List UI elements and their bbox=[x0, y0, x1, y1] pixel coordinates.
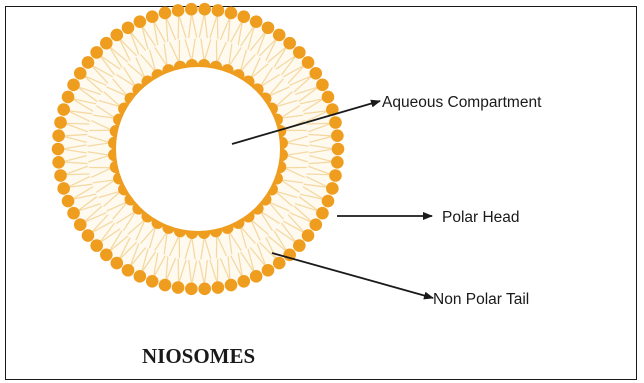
polar-head bbox=[329, 116, 342, 129]
diagram-title: NIOSOMES bbox=[142, 344, 255, 368]
polar-head bbox=[62, 91, 75, 104]
lipid-tail bbox=[64, 123, 88, 124]
polar-head bbox=[212, 4, 225, 17]
polar-head bbox=[122, 264, 135, 277]
polar-head bbox=[90, 239, 103, 252]
polar-head bbox=[57, 103, 70, 116]
polar-head bbox=[322, 195, 335, 208]
polar-head bbox=[110, 29, 123, 42]
polar-head bbox=[225, 7, 238, 20]
polar-head bbox=[293, 239, 306, 252]
polar-head bbox=[273, 257, 286, 270]
polar-head bbox=[146, 275, 159, 288]
polar-head bbox=[302, 56, 315, 69]
polar-head bbox=[250, 270, 263, 283]
polar-head bbox=[293, 46, 306, 59]
polar-head bbox=[237, 275, 250, 288]
polar-head bbox=[172, 4, 185, 17]
polar-head bbox=[250, 15, 263, 28]
polar-head bbox=[225, 279, 238, 292]
polar-head bbox=[331, 129, 344, 142]
lipid-tail bbox=[307, 174, 331, 175]
polar-head bbox=[52, 156, 65, 169]
polar-head bbox=[322, 91, 335, 104]
polar-head bbox=[62, 195, 75, 208]
polar-head bbox=[54, 169, 67, 182]
polar-head bbox=[67, 207, 80, 220]
polar-head bbox=[185, 3, 198, 16]
polar-head bbox=[159, 7, 172, 20]
polar-head bbox=[54, 116, 67, 129]
polar-head bbox=[159, 279, 172, 292]
polar-head bbox=[110, 257, 123, 270]
polar-head bbox=[82, 56, 95, 69]
polar-head bbox=[134, 270, 147, 283]
polar-head bbox=[283, 37, 296, 50]
polar-head bbox=[74, 67, 87, 80]
polar-head bbox=[302, 229, 315, 242]
aqueous-compartment bbox=[116, 67, 280, 231]
polar-head bbox=[332, 143, 345, 156]
lipid-tail bbox=[64, 174, 88, 175]
polar-head bbox=[74, 218, 87, 231]
polar-head bbox=[198, 3, 211, 16]
polar-head bbox=[273, 29, 286, 42]
polar-head bbox=[90, 46, 103, 59]
non-polar-tail-arrow bbox=[272, 253, 433, 298]
polar-head bbox=[329, 169, 342, 182]
polar-head bbox=[134, 15, 147, 28]
polar-head bbox=[262, 21, 275, 34]
polar-head bbox=[237, 10, 250, 23]
polar-head bbox=[309, 218, 322, 231]
lipid-tail bbox=[307, 123, 331, 124]
polar-head bbox=[100, 37, 113, 50]
polar-head bbox=[52, 143, 65, 156]
non-polar-tail-label: Non Polar Tail bbox=[433, 291, 529, 308]
polar-head bbox=[198, 283, 211, 296]
polar-head bbox=[316, 207, 329, 220]
polar-head bbox=[122, 21, 135, 34]
polar-head bbox=[316, 79, 329, 92]
polar-head bbox=[100, 249, 113, 262]
polar-head bbox=[52, 129, 65, 142]
polar-head bbox=[309, 67, 322, 80]
polar-head bbox=[326, 182, 339, 195]
polar-head-label: Polar Head bbox=[442, 209, 520, 226]
polar-head bbox=[185, 283, 198, 296]
polar-head bbox=[57, 182, 70, 195]
polar-head bbox=[82, 229, 95, 242]
polar-head bbox=[212, 281, 225, 294]
aqueous-compartment-label: Aqueous Compartment bbox=[382, 94, 542, 111]
polar-head bbox=[331, 156, 344, 169]
polar-head bbox=[262, 264, 275, 277]
polar-head bbox=[146, 10, 159, 23]
polar-head bbox=[172, 281, 185, 294]
polar-head bbox=[67, 79, 80, 92]
